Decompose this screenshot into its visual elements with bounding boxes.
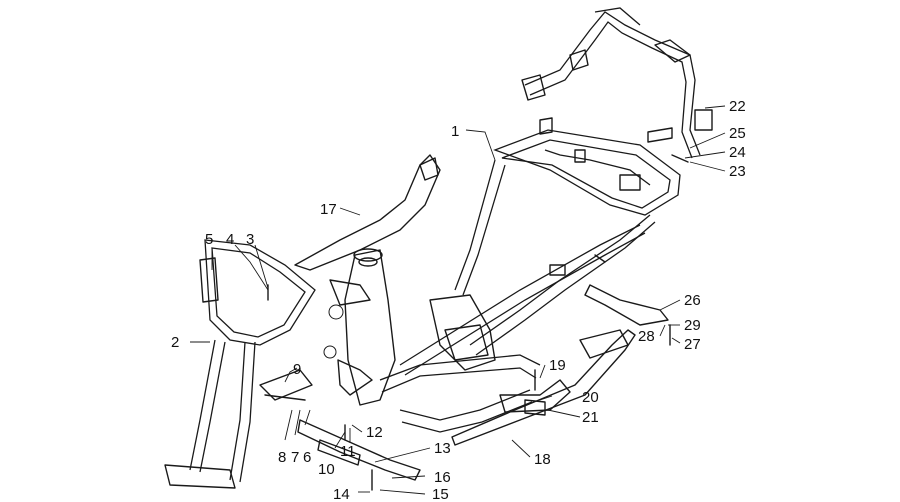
bracket-13-16 [297, 419, 421, 481]
callout-19: 19 [549, 357, 566, 374]
callout-11: 11 [340, 443, 356, 460]
callout-7: 7 [291, 449, 299, 466]
callout-18: 18 [534, 451, 551, 468]
callout-labels: 1 2 3 4 5 6 7 8 9 10 11 12 13 14 15 16 1… [171, 98, 746, 502]
callout-13: 13 [434, 440, 451, 457]
callout-20: 20 [582, 389, 599, 406]
callout-29: 29 [684, 317, 701, 334]
callout-1: 1 [451, 123, 459, 140]
callout-6: 6 [303, 449, 311, 466]
rear-grab-frame [521, 7, 713, 159]
main-frame [323, 117, 681, 433]
callout-24: 24 [729, 144, 746, 161]
callout-15: 15 [432, 486, 449, 502]
footrest-bracket-20 [499, 379, 571, 416]
strap-26 [584, 284, 669, 326]
front-bracket-assembly [164, 239, 316, 489]
callout-16: 16 [434, 469, 451, 486]
callout-27: 27 [684, 336, 701, 353]
side-bracket-17 [294, 154, 441, 271]
callout-28: 28 [638, 328, 655, 345]
callout-4: 4 [226, 231, 234, 248]
footrest-bracket-18 [451, 329, 636, 446]
callout-2: 2 [171, 334, 179, 351]
callout-9: 9 [293, 361, 301, 378]
callout-5: 5 [205, 231, 213, 248]
callout-26: 26 [684, 292, 701, 309]
callout-8: 8 [278, 449, 286, 466]
plate-9 [259, 369, 313, 401]
callout-23: 23 [729, 163, 746, 180]
leader-lines [190, 105, 726, 495]
callout-14: 14 [333, 486, 350, 502]
callout-22: 22 [729, 98, 746, 115]
callout-17: 17 [320, 201, 337, 218]
callout-3: 3 [246, 231, 254, 248]
callout-12: 12 [366, 424, 383, 441]
callout-10: 10 [318, 461, 335, 478]
callout-21: 21 [582, 409, 599, 426]
callout-25: 25 [729, 125, 746, 142]
